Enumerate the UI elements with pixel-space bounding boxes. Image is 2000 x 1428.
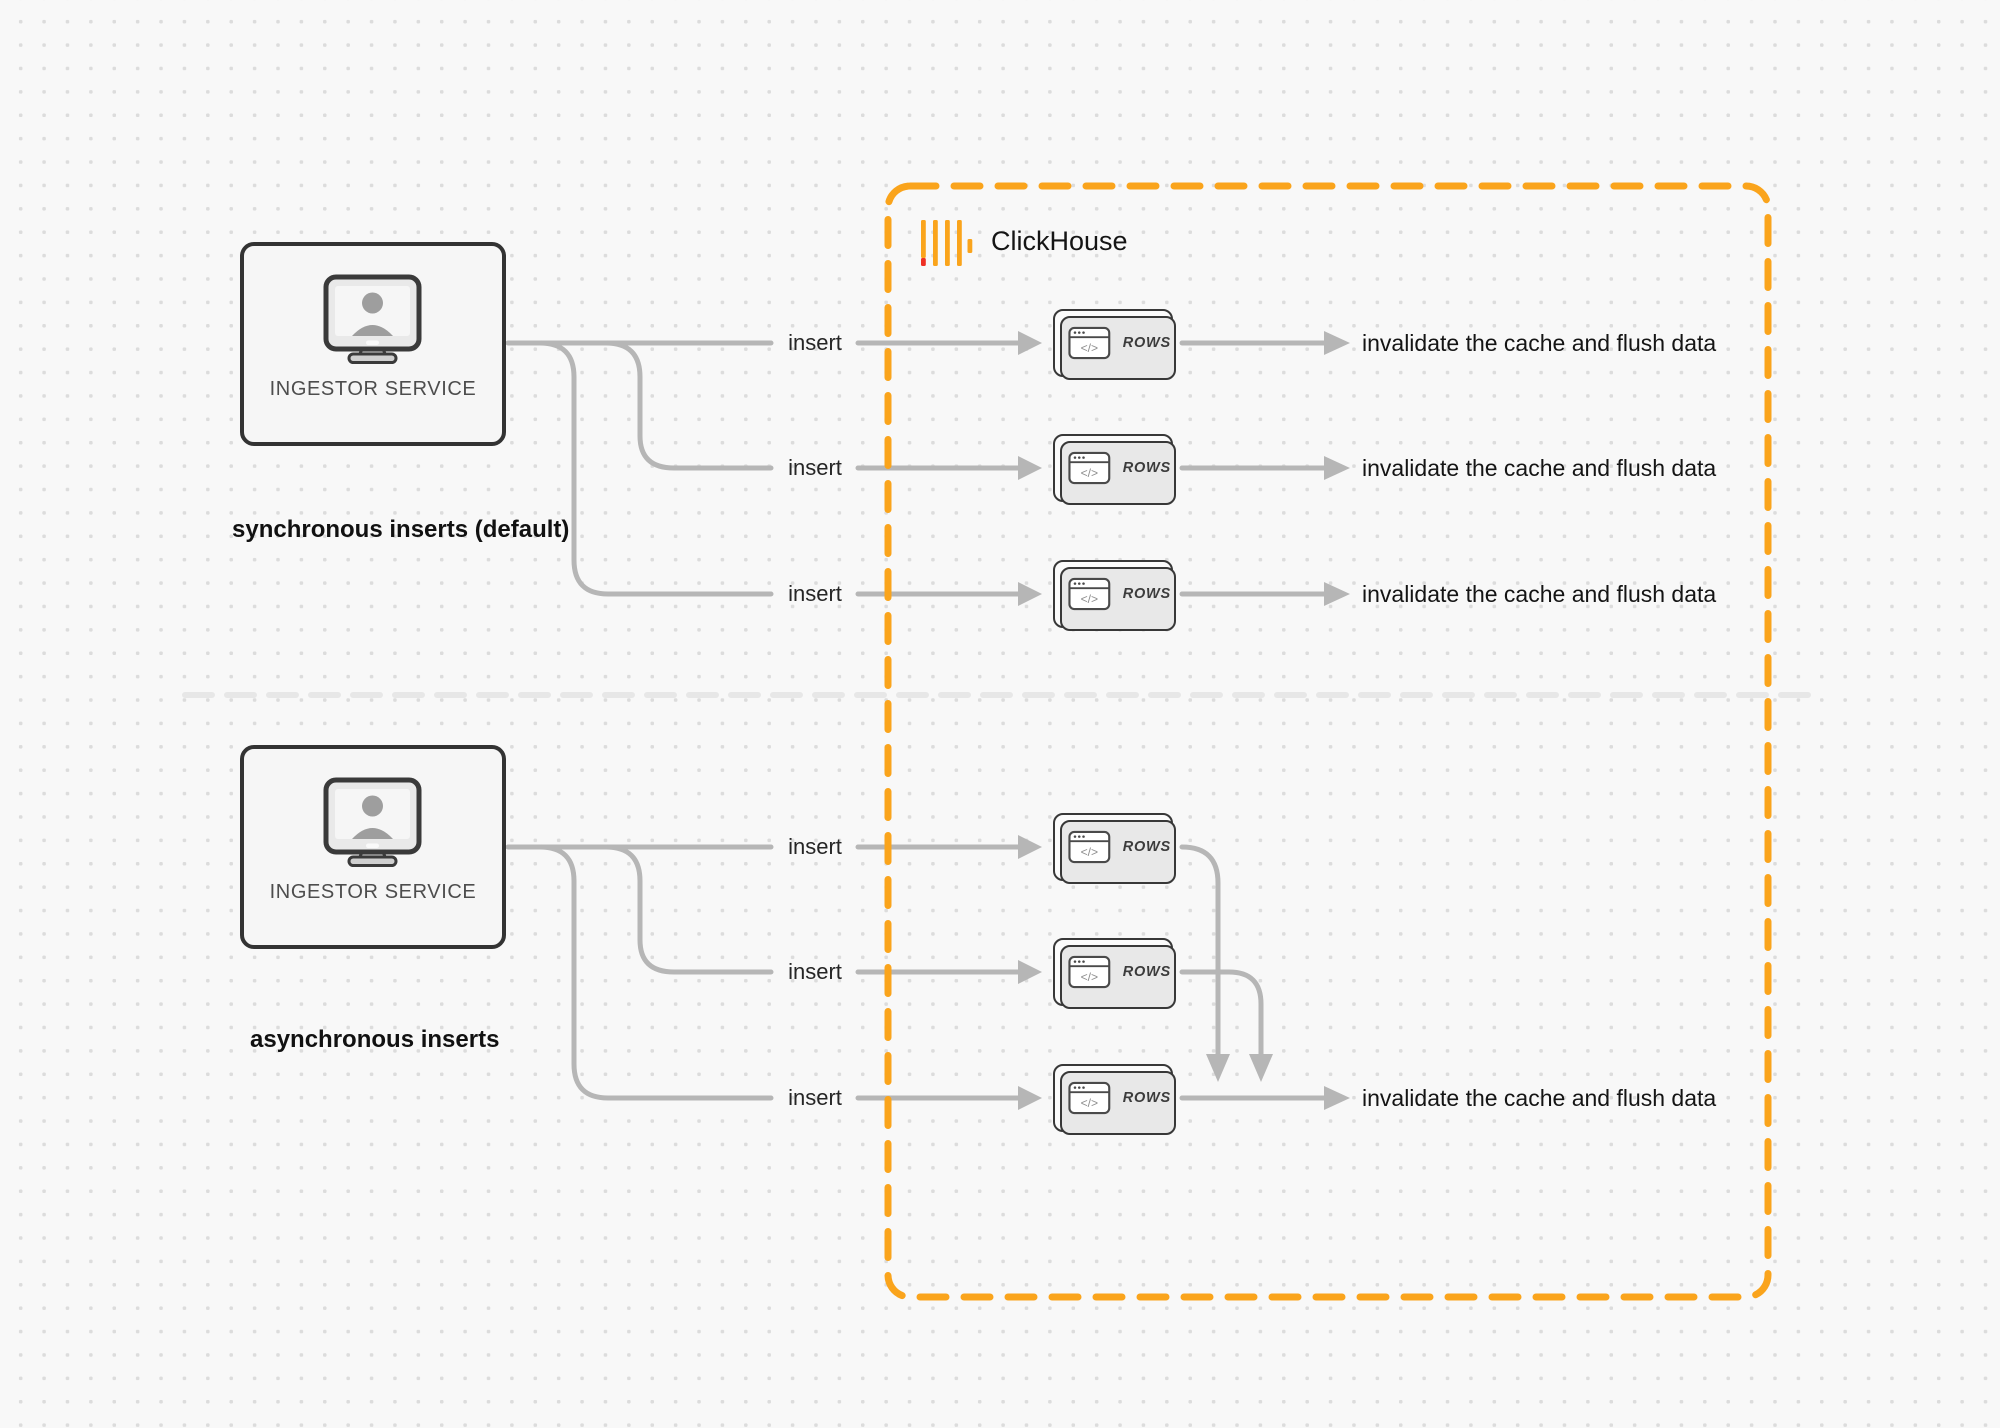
connector-branch bbox=[603, 844, 774, 975]
rows-card-label: ROWS bbox=[1122, 964, 1171, 980]
outcome-label: invalidate the cache and flush data bbox=[1362, 330, 1717, 356]
caption-synchronous-inserts: synchronous inserts (default) bbox=[232, 516, 570, 543]
code-glyph: </> bbox=[1081, 970, 1099, 984]
clickhouse-bars-icon bbox=[921, 220, 973, 266]
monitor-user-icon bbox=[323, 274, 422, 364]
outcome-label: invalidate the cache and flush data bbox=[1362, 581, 1717, 607]
browser-code-window-icon: </> bbox=[1068, 1081, 1111, 1115]
arrowhead-right bbox=[1018, 331, 1042, 355]
arrowhead-right bbox=[1018, 1086, 1042, 1110]
outcome-label: invalidate the cache and flush data bbox=[1362, 1085, 1717, 1111]
rows-card-label: ROWS bbox=[1122, 335, 1171, 351]
rows-card: </> ROWS bbox=[1053, 434, 1176, 505]
sync-connectors bbox=[505, 331, 1350, 606]
code-glyph: </> bbox=[1081, 592, 1099, 606]
arrowhead-right bbox=[1018, 456, 1042, 480]
rows-card: </> ROWS bbox=[1053, 1064, 1176, 1135]
rows-card: </> ROWS bbox=[1053, 309, 1176, 380]
connector-drop bbox=[1179, 844, 1221, 1057]
insert-label: insert bbox=[788, 1085, 842, 1110]
arrowhead-right bbox=[1324, 1086, 1350, 1110]
caption-asynchronous-inserts: asynchronous inserts bbox=[250, 1026, 500, 1053]
monitor-user-icon bbox=[323, 777, 422, 867]
arrowhead-down bbox=[1249, 1054, 1273, 1082]
insert-label: insert bbox=[788, 330, 842, 355]
rows-card-label: ROWS bbox=[1122, 1090, 1171, 1106]
arrowhead-right bbox=[1018, 960, 1042, 984]
rows-card-label: ROWS bbox=[1122, 460, 1171, 476]
service-label: INGESTOR SERVICE bbox=[269, 378, 477, 400]
arrowhead-right bbox=[1324, 582, 1350, 606]
clickhouse-wordmark: ClickHouse bbox=[991, 225, 1128, 256]
clickhouse-boundary-box bbox=[884, 182, 1772, 1301]
browser-code-window-icon: </> bbox=[1068, 830, 1111, 864]
connector-branch bbox=[603, 340, 774, 471]
insert-label: insert bbox=[788, 834, 842, 859]
connector-drop bbox=[1179, 969, 1264, 1057]
insert-label: insert bbox=[788, 455, 842, 480]
connector-branch bbox=[537, 844, 774, 1101]
arrowhead-right bbox=[1018, 582, 1042, 606]
connector-branch bbox=[537, 340, 774, 597]
ingestor-service-box-sync: INGESTOR SERVICE bbox=[240, 242, 506, 446]
rows-card: </> ROWS bbox=[1053, 938, 1176, 1009]
code-glyph: </> bbox=[1081, 845, 1099, 859]
arrowhead-right bbox=[1018, 835, 1042, 859]
async-connectors bbox=[505, 835, 1350, 1110]
insert-label: insert bbox=[788, 581, 842, 606]
ingestor-service-box-async: INGESTOR SERVICE bbox=[240, 745, 506, 949]
arrowhead-down bbox=[1206, 1054, 1230, 1082]
rows-card: </> ROWS bbox=[1053, 560, 1176, 631]
insert-label: insert bbox=[788, 959, 842, 984]
code-glyph: </> bbox=[1081, 1096, 1099, 1110]
browser-code-window-icon: </> bbox=[1068, 326, 1111, 360]
clickhouse-logo: ClickHouse bbox=[915, 212, 1128, 270]
code-glyph: </> bbox=[1081, 341, 1099, 355]
rows-card-label: ROWS bbox=[1122, 839, 1171, 855]
arrowhead-right bbox=[1324, 456, 1350, 480]
browser-code-window-icon: </> bbox=[1068, 451, 1111, 485]
rows-card-label: ROWS bbox=[1122, 586, 1171, 602]
browser-code-window-icon: </> bbox=[1068, 955, 1111, 989]
browser-code-window-icon: </> bbox=[1068, 577, 1111, 611]
arrowhead-right bbox=[1324, 331, 1350, 355]
outcome-label: invalidate the cache and flush data bbox=[1362, 455, 1717, 481]
code-glyph: </> bbox=[1081, 466, 1099, 480]
service-label: INGESTOR SERVICE bbox=[269, 881, 477, 903]
rows-card: </> ROWS bbox=[1053, 813, 1176, 884]
